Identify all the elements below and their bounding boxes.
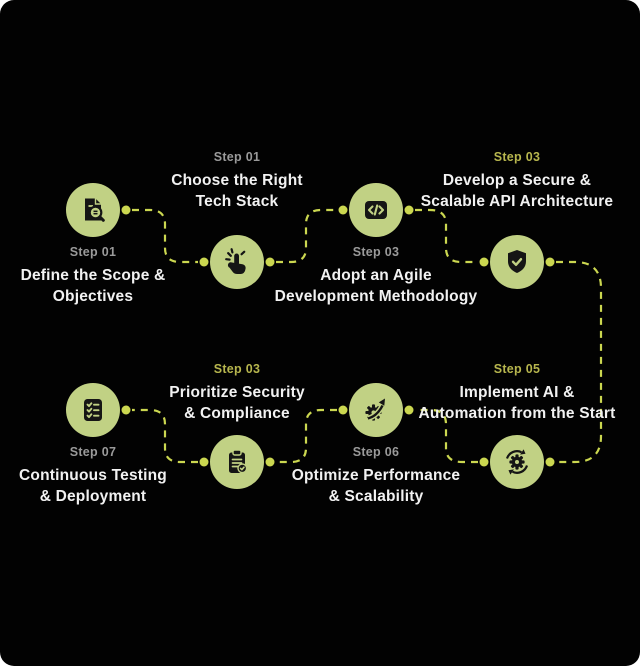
connector-path <box>276 208 337 264</box>
clipboard-check-icon <box>229 449 248 474</box>
node-circle-define-scope <box>57 180 120 239</box>
node-circle-tech-stack <box>201 232 264 291</box>
checklist-icon <box>84 399 102 421</box>
node-title: Implement AI & Automation from the Start <box>418 384 616 422</box>
connector-dot <box>479 257 489 267</box>
step-label: Step 03 <box>213 362 261 376</box>
node-circle-security-compliance <box>201 432 264 491</box>
connector-dot <box>338 405 348 415</box>
connector-dot <box>265 257 275 267</box>
step-label: Step 03 <box>352 245 400 259</box>
connector-dot <box>404 405 414 415</box>
node-text-performance: Step 06 Optimize Performance & Scalabili… <box>264 445 488 507</box>
connector-path <box>276 408 337 464</box>
step-label: Step 01 <box>213 150 261 164</box>
node-circle-ai-automation <box>481 432 544 491</box>
step-label: Step 01 <box>69 245 117 259</box>
node-text-define-scope: Step 01 Define the Scope & Objectives <box>0 245 205 307</box>
connector-path <box>132 408 198 464</box>
code-icon <box>365 201 387 219</box>
node-title: Continuous Testing & Deployment <box>19 467 167 505</box>
step-label: Step 05 <box>493 362 541 376</box>
node-title: Optimize Performance & Scalability <box>291 467 461 505</box>
connector-dot <box>121 205 131 215</box>
step-label: Step 03 <box>493 150 541 164</box>
node-text-testing-deployment: Step 07 Continuous Testing & Deployment <box>0 445 205 507</box>
connector-dot <box>479 457 489 467</box>
gear-arrow-icon <box>365 398 385 422</box>
connector-dot <box>404 205 414 215</box>
node-circle-api-architecture <box>481 232 544 291</box>
connector-dot <box>545 257 555 267</box>
document-search-icon <box>85 198 105 222</box>
connector-dot <box>121 405 131 415</box>
connector-dot <box>338 205 348 215</box>
node-text-api-architecture: Step 03 Develop a Secure & Scalable API … <box>405 150 629 212</box>
connector-path <box>556 260 603 464</box>
node-title: Define the Scope & Objectives <box>20 267 166 305</box>
connector-dot <box>265 457 275 467</box>
node-circle-testing-deployment <box>57 380 120 439</box>
node-title: Adopt an Agile Development Methodology <box>274 267 478 305</box>
connector-dot <box>199 257 209 267</box>
shield-check-icon <box>508 250 526 273</box>
node-circle-performance <box>340 380 403 439</box>
connector-dot <box>199 457 209 467</box>
node-text-ai-automation: Step 05 Implement AI & Automation from t… <box>405 362 629 424</box>
node-circle-agile <box>340 180 403 239</box>
node-text-security-compliance: Step 03 Prioritize Security & Compliance <box>125 362 349 424</box>
connector-dot <box>545 457 555 467</box>
node-title: Prioritize Security & Compliance <box>169 384 305 422</box>
connector-path <box>415 408 478 464</box>
connector-path <box>132 208 198 264</box>
sync-gear-icon <box>505 449 529 475</box>
step-label: Step 06 <box>352 445 400 459</box>
step-label: Step 07 <box>69 445 117 459</box>
connector-path <box>415 208 478 264</box>
tap-click-icon <box>225 248 246 274</box>
node-text-agile: Step 03 Adopt an Agile Development Metho… <box>264 245 488 307</box>
node-title: Choose the Right Tech Stack <box>171 172 303 210</box>
node-title: Develop a Secure & Scalable API Architec… <box>420 172 614 210</box>
node-text-tech-stack: Step 01 Choose the Right Tech Stack <box>125 150 349 212</box>
